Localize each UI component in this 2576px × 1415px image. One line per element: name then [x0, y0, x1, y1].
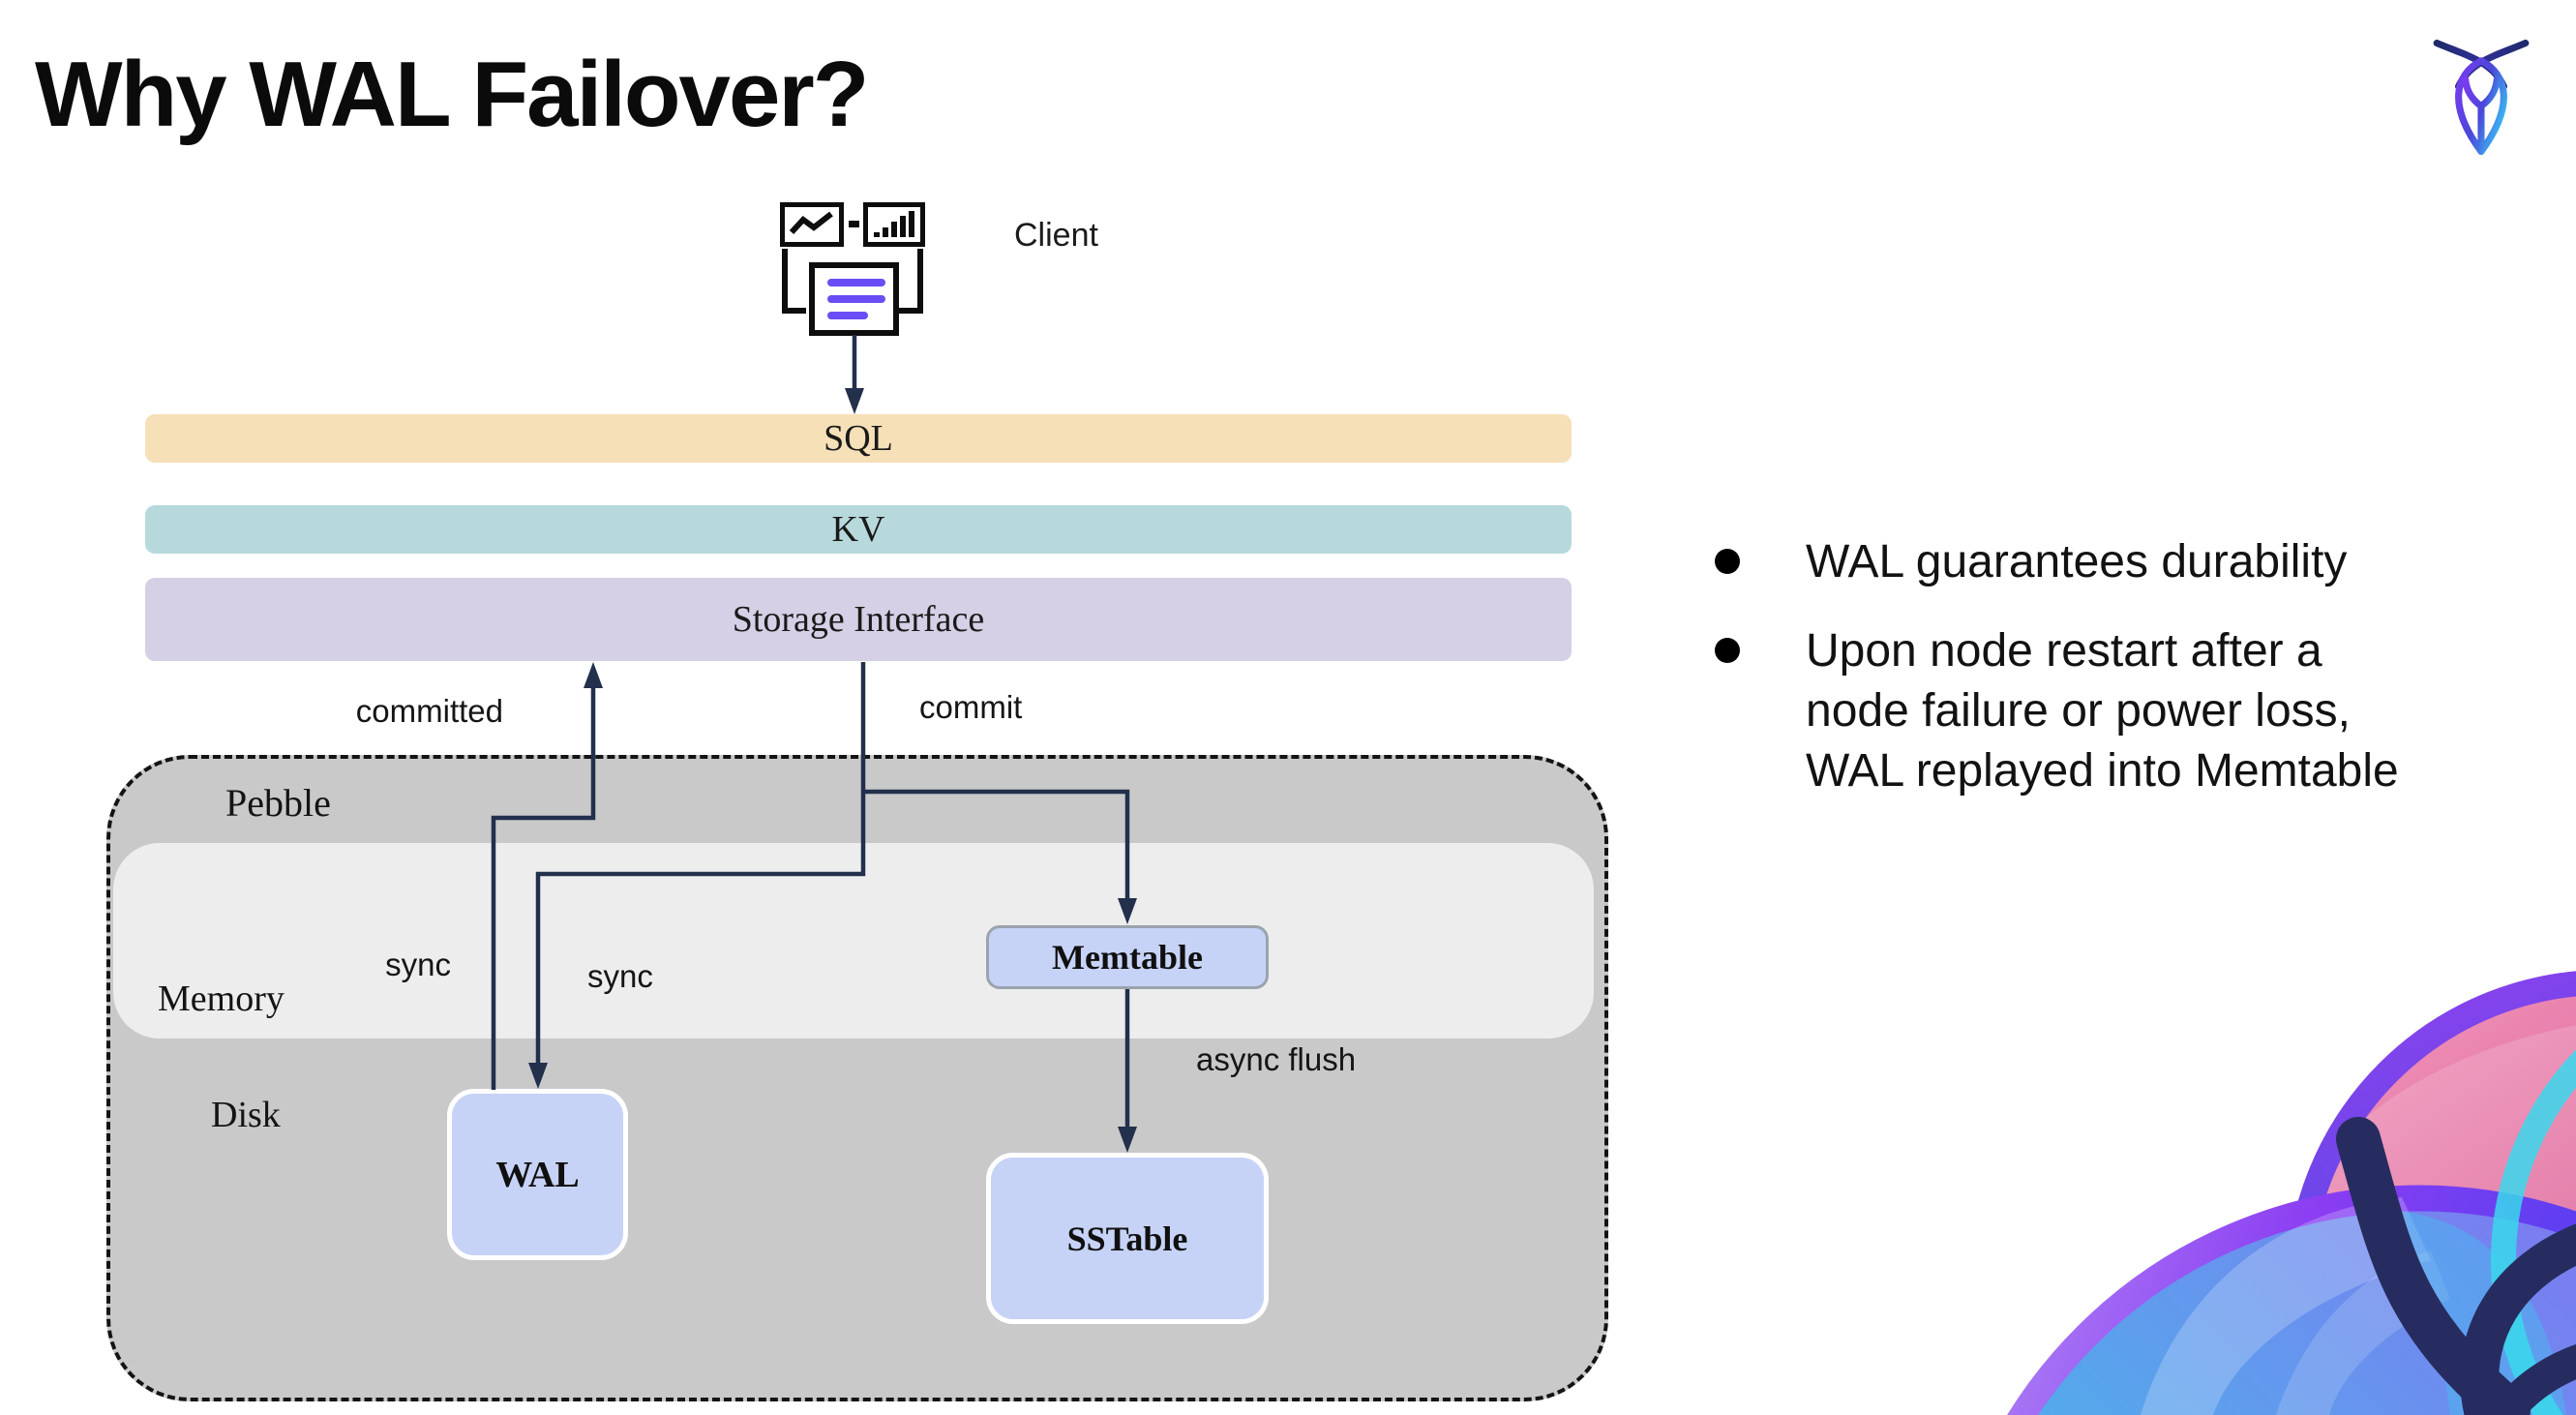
kv-layer-bar: KV	[145, 505, 1572, 554]
bullet-dot-icon	[1715, 549, 1740, 574]
bullet-line: Upon node restart after a	[1806, 625, 2322, 677]
memtable-node-label: Memtable	[1052, 938, 1203, 977]
memory-zone	[113, 843, 1594, 1039]
bracket-right-icon	[899, 249, 923, 314]
pebble-zone-label: Pebble	[225, 781, 331, 825]
bullet-line: node failure or power loss,	[1806, 685, 2351, 737]
edge-label-async-flush: async flush	[1196, 1041, 1357, 1077]
brand-decoration-graphic	[2007, 971, 2576, 1415]
sql-layer-label: SQL	[824, 418, 893, 459]
arrowhead-committed-up	[584, 662, 603, 688]
bracket-left-icon	[782, 249, 806, 314]
page-title: Why WAL Failover?	[35, 43, 869, 146]
dash-connector-icon	[849, 221, 859, 227]
bullet-dot-icon	[1715, 638, 1740, 663]
cockroachdb-logo-icon	[2433, 39, 2530, 156]
edge-label-sync-return: sync	[385, 947, 451, 982]
bar-chart-icon	[863, 202, 925, 247]
storage-interface-layer-bar: Storage Interface	[145, 578, 1572, 661]
disk-zone-label: Disk	[211, 1095, 281, 1135]
bullet-text-restart: Upon node restart after a node failure o…	[1806, 621, 2399, 801]
arrowhead-client-to-sql	[845, 388, 864, 414]
sql-layer-bar: SQL	[145, 414, 1572, 463]
bullet-text-durability: WAL guarantees durability	[1806, 536, 2348, 587]
storage-interface-label: Storage Interface	[732, 599, 985, 640]
sstable-node: SSTable	[986, 1153, 1269, 1324]
bullet-list: WAL guarantees durability Upon node rest…	[1715, 532, 2528, 801]
edge-label-committed: committed	[355, 693, 503, 729]
client-label: Client	[1014, 217, 1098, 254]
list-item: WAL guarantees durability	[1715, 532, 2528, 592]
sstable-node-label: SSTable	[1066, 1219, 1188, 1258]
wal-node: WAL	[447, 1089, 628, 1260]
kv-layer-label: KV	[831, 509, 885, 550]
document-icon	[809, 262, 899, 336]
list-item: Upon node restart after a node failure o…	[1715, 621, 2528, 801]
memtable-node: Memtable	[986, 925, 1269, 989]
edge-label-commit: commit	[919, 689, 1023, 725]
memory-zone-label: Memory	[158, 978, 285, 1019]
line-chart-icon	[780, 202, 844, 247]
wal-node-label: WAL	[495, 1154, 580, 1195]
edge-label-sync-write: sync	[587, 958, 653, 994]
bullet-line: WAL replayed into Memtable	[1806, 745, 2399, 797]
